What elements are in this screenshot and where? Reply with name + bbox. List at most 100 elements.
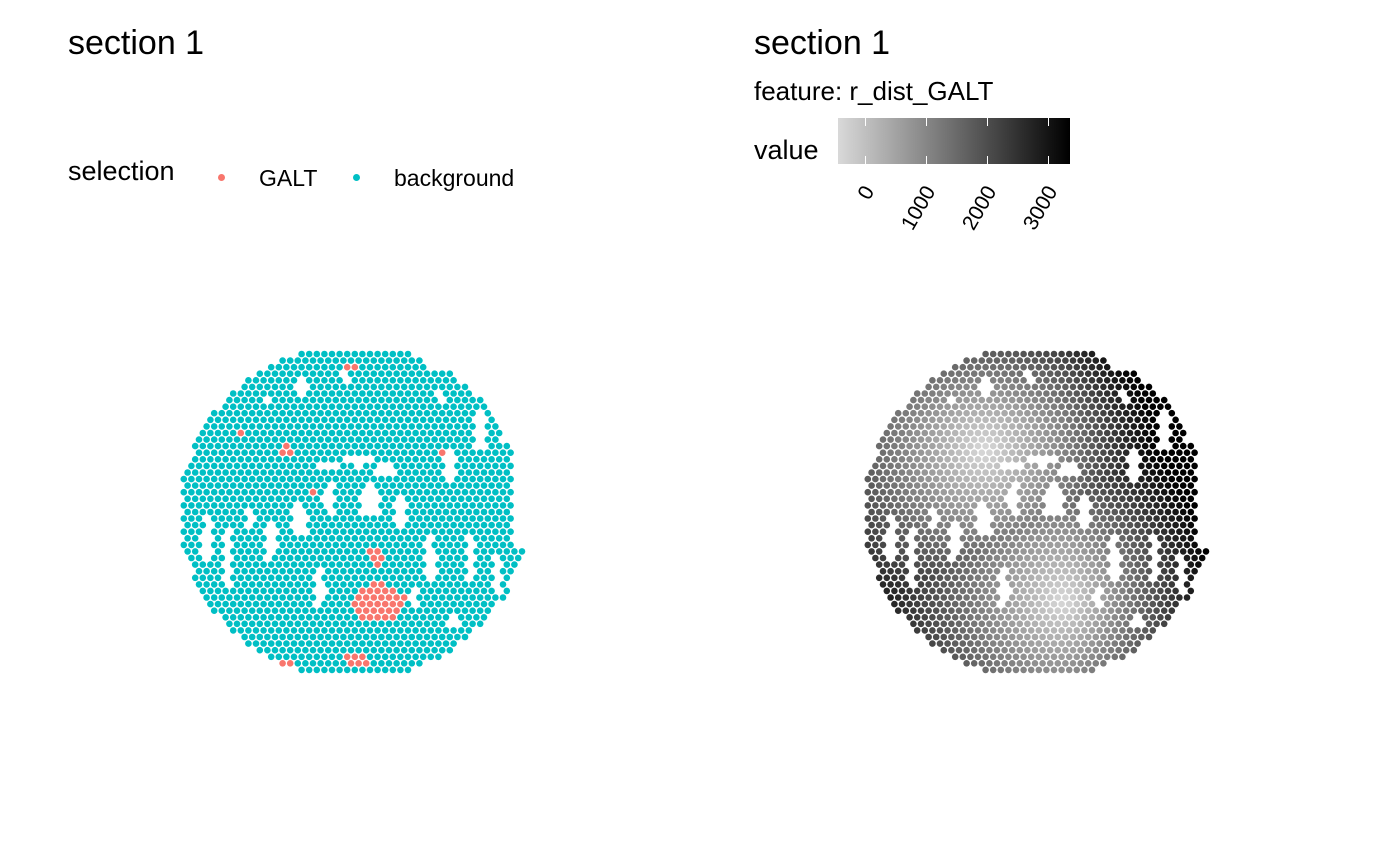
spot [1115,409,1122,417]
spot [1100,541,1107,549]
spot [955,594,963,601]
spot [370,646,378,654]
spot [1073,390,1081,397]
spot [948,488,955,496]
spot [385,502,393,509]
spot [1020,640,1027,647]
spot [1130,423,1138,430]
spot [894,475,902,483]
spot [921,508,929,516]
spot [1035,561,1043,568]
spot [435,495,442,503]
spot [1077,488,1084,496]
spot [872,528,879,535]
spot [879,449,887,457]
spot [381,561,389,568]
spot [248,383,256,391]
spot [948,502,955,509]
spot [267,561,275,568]
spot [321,469,328,476]
spot [1050,390,1058,397]
spot [1035,390,1043,397]
spot [974,469,982,476]
spot [875,469,883,476]
spot [343,429,351,437]
spot [1062,581,1069,588]
spot [967,653,974,661]
spot [412,482,419,489]
spot [233,475,241,483]
spot [1084,646,1092,654]
spot [408,383,416,391]
spot [1073,363,1081,371]
spot [503,561,511,568]
spot [1160,620,1168,628]
spot [883,561,891,568]
spot [929,627,936,634]
spot [944,469,951,476]
spot [499,462,507,470]
spot [1164,495,1172,503]
spot [264,462,271,470]
spot [340,502,347,509]
spot [1050,614,1058,621]
spot [233,541,241,549]
spot [1103,574,1111,582]
spot [279,436,286,443]
spot [229,587,237,595]
spot [929,535,936,542]
spot [1164,574,1172,582]
spot [283,442,290,450]
spot [245,456,252,463]
spot [237,416,245,424]
spot [378,383,385,391]
spot [925,475,932,483]
spot [229,614,237,621]
spot [286,488,294,496]
spot [940,607,948,614]
spot [286,409,294,417]
spot [929,442,936,450]
spot [1043,416,1050,424]
spot [457,574,465,582]
spot [446,409,454,417]
spot [298,666,305,674]
spot [906,442,913,450]
spot [450,535,457,542]
legend-label-background: background [394,165,515,191]
spot [237,403,245,411]
spot [321,442,328,450]
spot [948,515,955,522]
spot [488,561,495,568]
spot [385,396,393,404]
spot [191,482,199,489]
spot [875,561,883,568]
spot [237,469,245,476]
spot [381,535,389,542]
spot [408,607,416,614]
spot [343,561,351,568]
spot [982,561,989,568]
spot [355,528,362,535]
spot [1081,587,1088,595]
spot [419,508,427,516]
spot [408,528,416,535]
spot [256,475,264,483]
spot [970,488,978,496]
spot [1096,377,1103,384]
spot [260,574,267,582]
spot [1191,515,1198,522]
spot [1096,482,1103,489]
spot [993,633,1001,641]
spot [970,660,978,667]
spot [214,574,222,582]
spot [955,620,963,628]
spot [271,581,279,588]
spot [1100,475,1107,483]
spot [1084,607,1092,614]
spot [343,653,351,661]
spot [1039,646,1046,654]
spot [1130,581,1138,588]
spot [936,390,944,397]
spot [944,377,951,384]
